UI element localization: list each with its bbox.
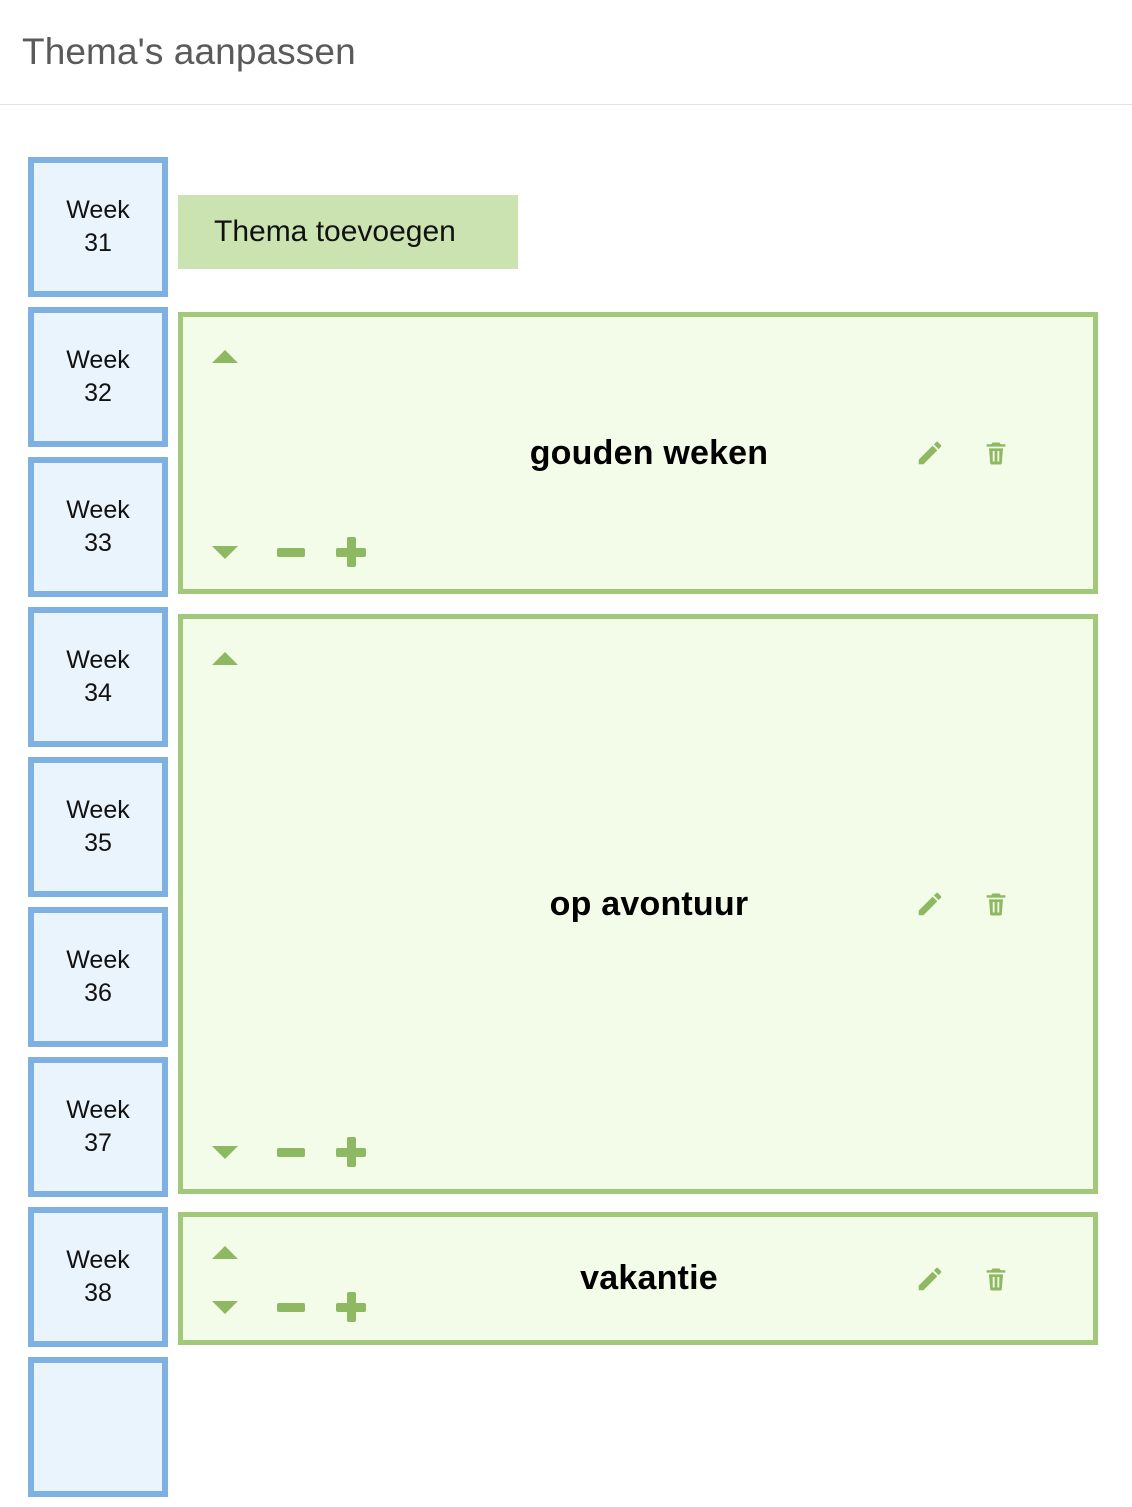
edit-icon[interactable] [915,437,945,469]
grow-week-icon[interactable] [335,1292,367,1322]
plus-icon [336,537,366,567]
triangle-up-icon [212,651,238,665]
minus-icon [277,1147,305,1157]
grow-week-icon[interactable] [335,1137,367,1167]
triangle-down-icon [212,545,238,559]
week-box-34[interactable]: Week 34 [28,607,168,747]
theme-title-wrap: vakantie [383,1217,915,1340]
week-box-33[interactable]: Week 33 [28,457,168,597]
theme-card-controls [183,619,383,1189]
week-box-36[interactable]: Week 36 [28,907,168,1047]
move-up-icon[interactable] [211,345,239,367]
theme-card-vakantie[interactable]: vakantie [178,1212,1098,1345]
theme-title: vakantie [580,1259,718,1297]
theme-card-actions [915,619,1093,1189]
week-box-31[interactable]: Week 31 [28,157,168,297]
plus-icon [336,1292,366,1322]
triangle-down-icon [212,1300,238,1314]
theme-card-controls [183,317,383,589]
week-label: Week [66,196,130,224]
week-number: 32 [84,379,112,407]
week-box-32[interactable]: Week 32 [28,307,168,447]
theme-title-wrap: op avontuur [383,619,915,1189]
week-label: Week [66,346,130,374]
theme-planner: Week 31 Week 32 Week 33 Week 34 Week 35 … [0,105,1132,1507]
week-label: Week [66,1246,130,1274]
delete-icon[interactable] [981,888,1011,920]
edit-icon[interactable] [915,1263,945,1295]
triangle-up-icon [212,1245,238,1259]
week-column: Week 31 Week 32 Week 33 Week 34 Week 35 … [28,157,168,1507]
week-box-37[interactable]: Week 37 [28,1057,168,1197]
plus-icon [336,1137,366,1167]
shrink-week-icon[interactable] [275,541,307,563]
week-label: Week [66,646,130,674]
week-number: 33 [84,529,112,557]
move-up-icon[interactable] [211,647,239,669]
page-title: Thema's aanpassen [22,31,356,72]
theme-title-wrap: gouden weken [383,317,915,589]
week-number: 37 [84,1129,112,1157]
week-box-35[interactable]: Week 35 [28,757,168,897]
theme-card-actions [915,1217,1093,1340]
move-down-icon[interactable] [211,1141,239,1163]
week-number: 38 [84,1279,112,1307]
week-label: Week [66,946,130,974]
week-label: Week [66,796,130,824]
move-down-icon[interactable] [211,1296,239,1318]
triangle-up-icon [212,349,238,363]
move-up-icon[interactable] [211,1241,239,1263]
minus-icon [277,547,305,557]
theme-column: Thema toevoegen gouden weken [178,157,1098,1345]
week-label: Week [66,496,130,524]
edit-icon[interactable] [915,888,945,920]
week-label: Week [66,1096,130,1124]
week-number: 31 [84,229,112,257]
week-number: 35 [84,829,112,857]
theme-card-op-avontuur[interactable]: op avontuur [178,614,1098,1194]
theme-card-controls [183,1217,383,1340]
delete-icon[interactable] [981,1263,1011,1295]
week-number: 36 [84,979,112,1007]
theme-card-gouden-weken[interactable]: gouden weken [178,312,1098,594]
shrink-week-icon[interactable] [275,1141,307,1163]
page-header: Thema's aanpassen [0,0,1132,105]
add-theme-label: Thema toevoegen [214,215,456,248]
shrink-week-icon[interactable] [275,1296,307,1318]
delete-icon[interactable] [981,437,1011,469]
week-box-next[interactable] [28,1357,168,1497]
grow-week-icon[interactable] [335,537,367,567]
add-theme-button[interactable]: Thema toevoegen [178,195,518,269]
triangle-down-icon [212,1145,238,1159]
week-number: 34 [84,679,112,707]
theme-card-actions [915,317,1093,589]
week-box-38[interactable]: Week 38 [28,1207,168,1347]
theme-title: op avontuur [549,884,749,923]
theme-title: gouden weken [529,433,769,472]
move-down-icon[interactable] [211,541,239,563]
minus-icon [277,1302,305,1312]
